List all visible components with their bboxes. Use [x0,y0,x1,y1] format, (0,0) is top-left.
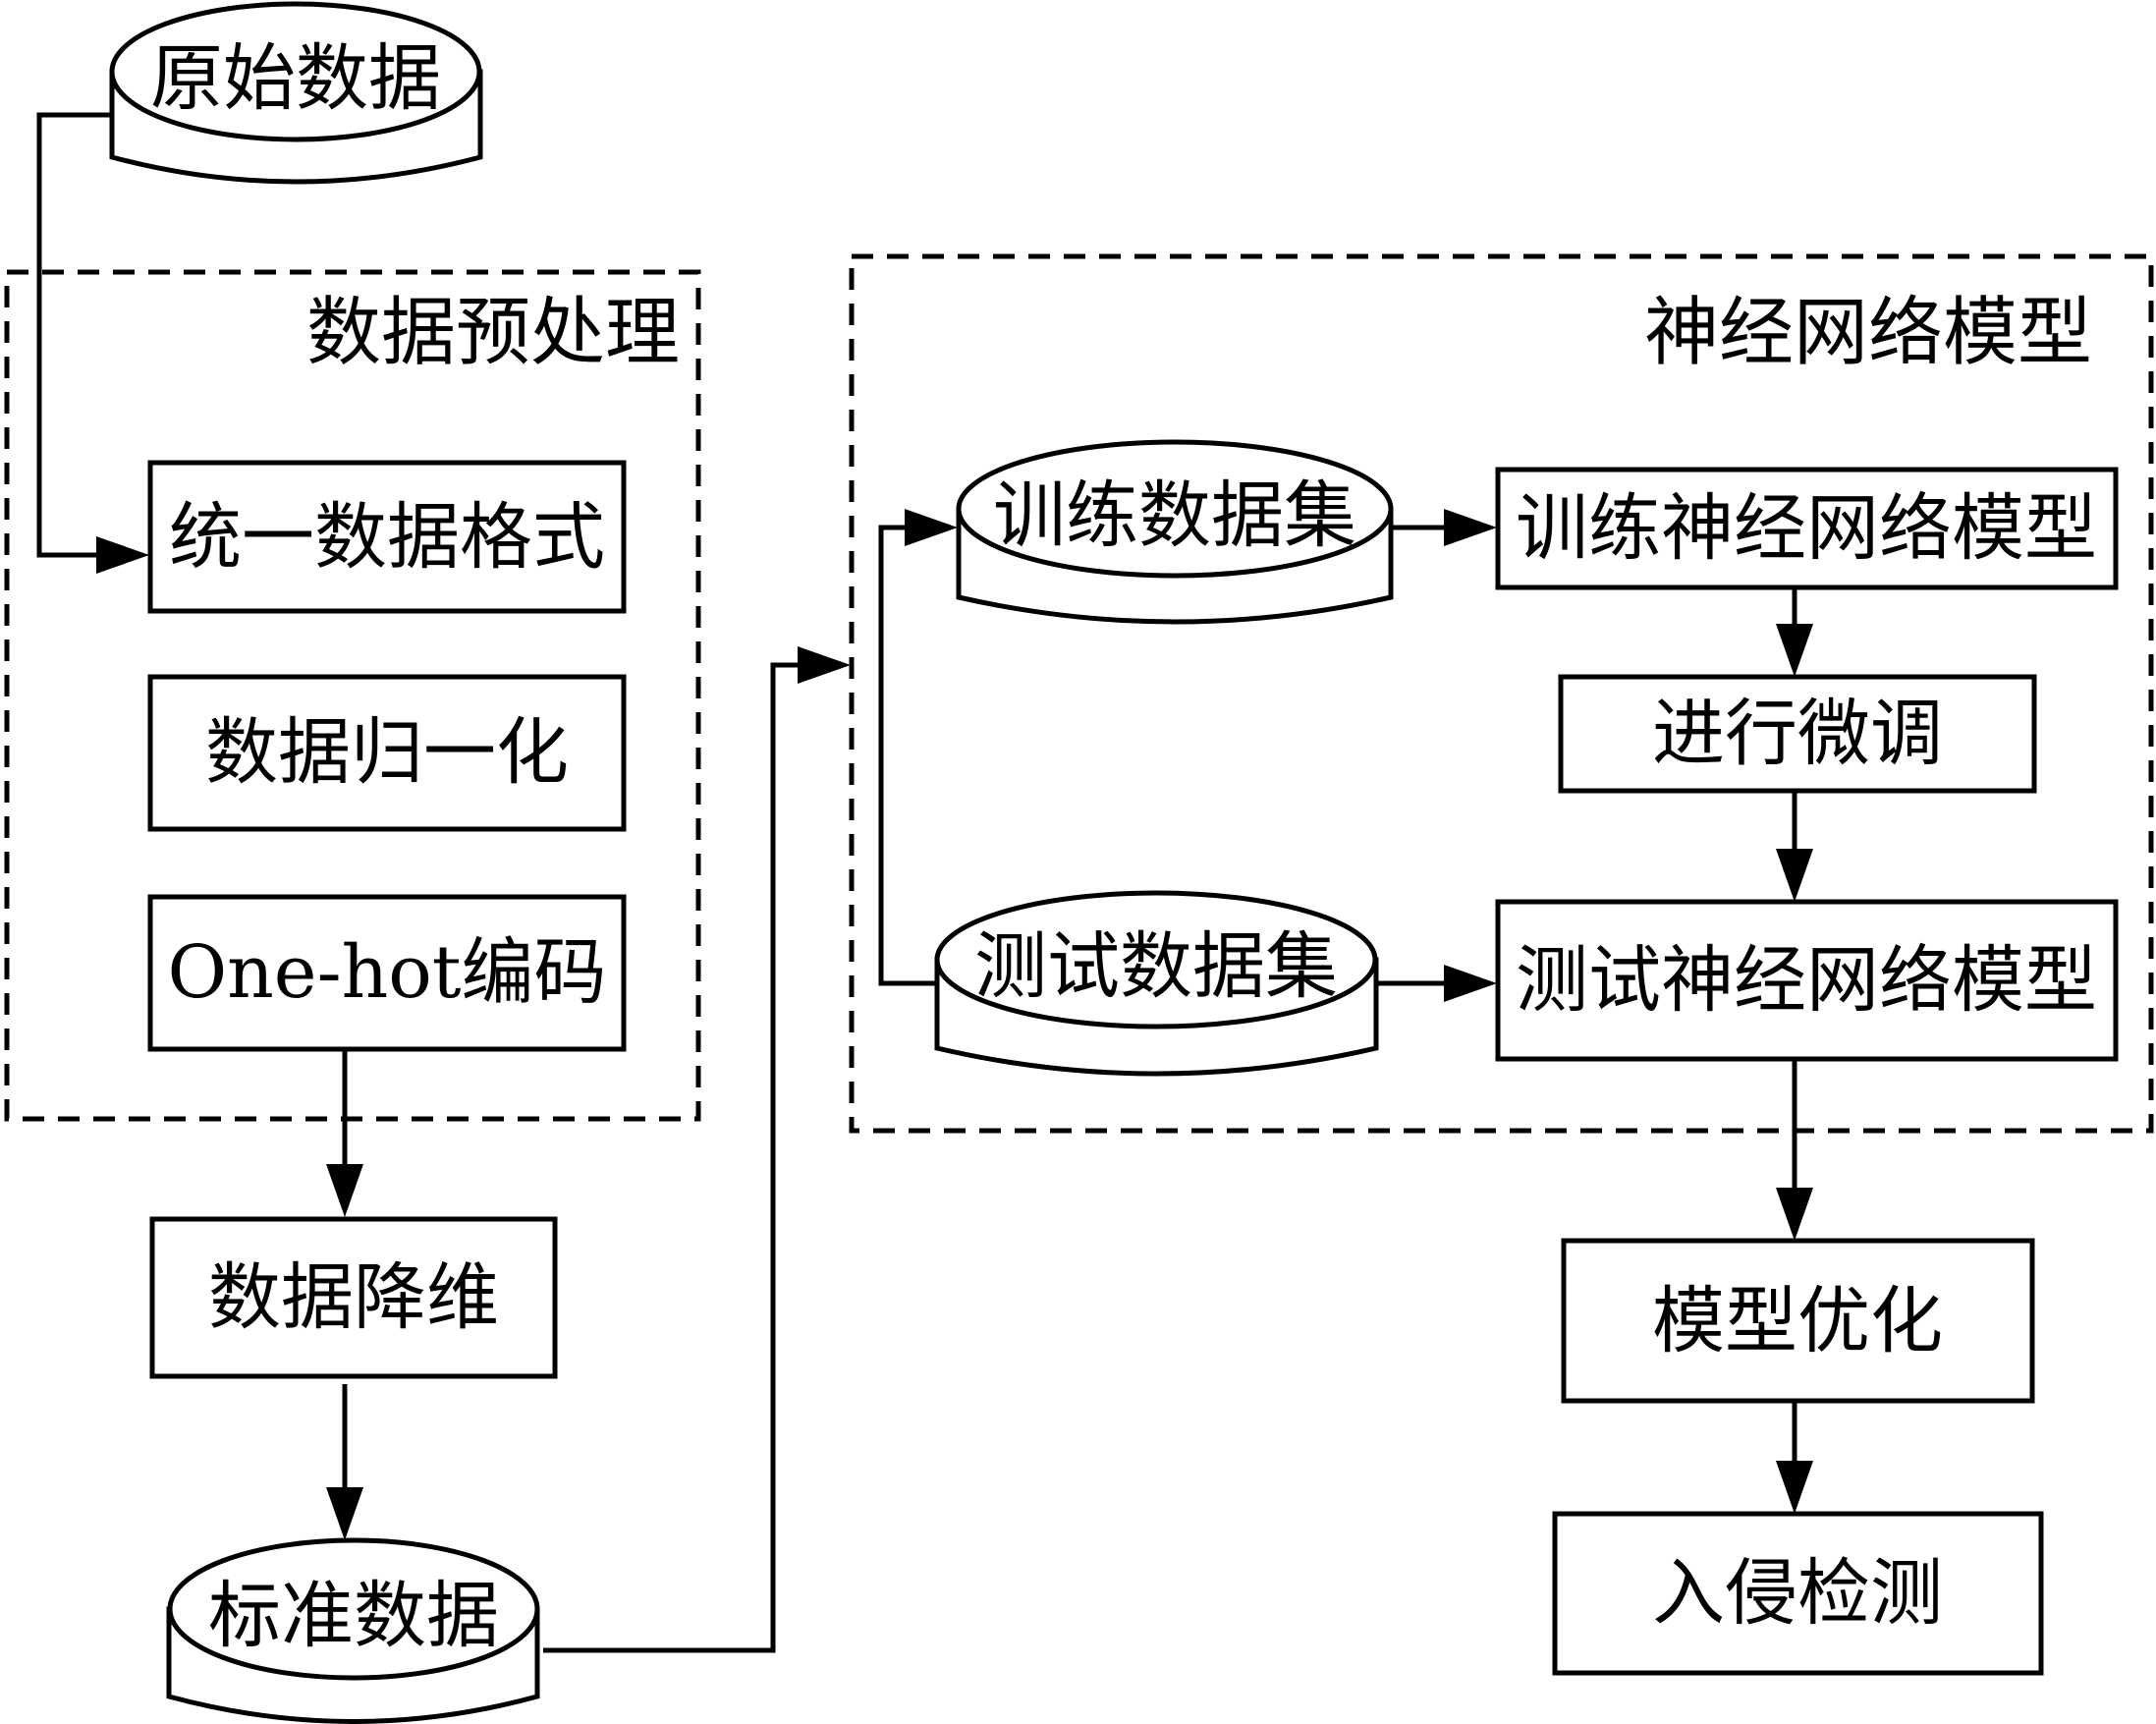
node-test-set-label: 测试数据集 [974,924,1338,1009]
node-test-model-label: 测试神经网络模型 [1516,938,2097,1023]
node-test-model[interactable]: 测试神经网络模型 [1495,899,2119,1062]
arrowhead-test-to-optimize [1776,1188,1813,1241]
database-top [167,1537,540,1681]
node-train-model[interactable]: 训练神经网络模型 [1495,467,2119,590]
arrowhead-to-train-set [905,509,958,546]
node-test-set[interactable]: 测试数据集 [934,890,1379,1077]
arrowhead-standard-to-network [798,646,851,684]
arrowhead-testset-to-testmodel [1444,965,1497,1002]
node-reduce-dim-label: 数据降维 [208,1255,499,1340]
arrowhead-onehot-to-reduce [326,1164,363,1217]
process-box [147,674,627,832]
process-box [147,894,627,1052]
node-train-model-label: 训练神经网络模型 [1516,486,2097,571]
edge-raw-to-unify [36,112,112,558]
group-preprocessing: 数据预处理 [4,269,701,1122]
node-fine-tune[interactable]: 进行微调 [1558,674,2037,794]
process-box [149,1216,558,1379]
edge-branch-train-test [878,525,937,986]
process-box [1561,1238,2035,1404]
node-unify-format-label: 统一数据格式 [169,495,605,580]
node-onehot-label: One-hot编码 [167,930,606,1015]
process-box [1495,899,2119,1062]
process-box [1495,467,2119,590]
edge-standard-to-network [543,662,805,1653]
node-intrusion-detection-label: 入侵检测 [1652,1551,1943,1636]
node-raw-data-label: 原始数据 [150,36,441,121]
group-preprocessing-border [4,269,701,1122]
node-normalize[interactable]: 数据归一化 [147,674,627,832]
arrowhead-train-to-finetune [1776,624,1813,677]
database-top [934,890,1378,1029]
arrowhead-trainset-to-trainmodel [1444,509,1497,546]
node-normalize-label: 数据归一化 [205,710,569,795]
process-box [1552,1511,2044,1676]
arrowhead-optimize-to-detection [1776,1461,1813,1514]
arrowhead-raw-to-unify [96,536,149,574]
node-train-set-label: 训练数据集 [993,473,1356,558]
process-box [1558,674,2037,794]
arrowhead-finetune-to-test [1776,849,1813,902]
node-fine-tune-label: 进行微调 [1652,692,1943,776]
group-preprocessing-title: 数据预处理 [306,289,680,376]
group-neural-network: 神经网络模型 [849,253,2154,1134]
database-top [956,439,1394,579]
node-unify-format[interactable]: 统一数据格式 [147,460,627,614]
node-standard-data[interactable]: 标准数据 [166,1537,540,1724]
node-standard-data-label: 标准数据 [208,1574,499,1658]
node-optimize[interactable]: 模型优化 [1561,1238,2035,1404]
group-neural-network-border [849,253,2154,1134]
process-box [147,460,627,614]
node-optimize-label: 模型优化 [1652,1279,1943,1363]
node-raw-data[interactable]: 原始数据 [109,1,483,185]
connectors [36,112,1813,1653]
node-reduce-dim[interactable]: 数据降维 [149,1216,558,1379]
node-onehot[interactable]: One-hot编码 [147,894,627,1052]
database-top [109,1,482,142]
node-train-set[interactable]: 训练数据集 [956,439,1394,625]
arrowhead-reduce-to-standard [326,1487,363,1540]
node-intrusion-detection[interactable]: 入侵检测 [1552,1511,2044,1676]
group-neural-network-title: 神经网络模型 [1644,289,2092,376]
